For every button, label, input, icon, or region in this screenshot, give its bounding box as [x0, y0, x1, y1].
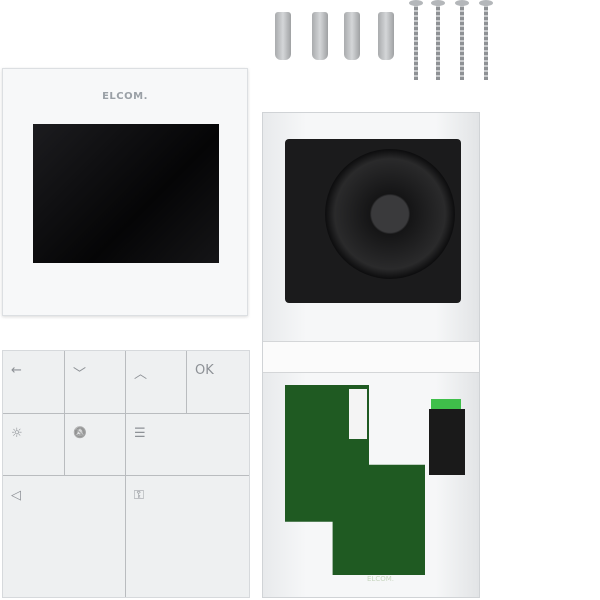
ok-key[interactable]: OK	[187, 351, 249, 414]
back-key[interactable]: ←	[3, 351, 65, 414]
speaker-icon	[325, 149, 455, 279]
wall-plug	[344, 12, 360, 60]
key-icon: ⚿	[134, 488, 144, 503]
screw	[455, 0, 469, 80]
video-monitor: ELCOM.	[2, 68, 248, 316]
warning-label	[349, 389, 367, 439]
light-icon: ☼	[11, 426, 23, 441]
screw	[409, 0, 423, 80]
chevron-up-icon: ︿	[134, 367, 148, 382]
housing-divider	[263, 341, 479, 373]
wall-plug	[378, 12, 394, 60]
speaker-frame	[285, 139, 461, 303]
wall-plug	[312, 12, 328, 60]
ok-label: OK	[195, 363, 214, 378]
speaker-icon: ◁	[11, 488, 21, 503]
wall-plug	[275, 12, 291, 60]
mute-key[interactable]: 🔕	[65, 414, 126, 476]
brand-logo: ELCOM.	[102, 91, 148, 102]
pcb-logo: ELCOM.	[367, 575, 394, 583]
speak-key[interactable]: ◁	[3, 476, 126, 597]
keypad: ← ﹀ ︿ OK ☼ 🔕 ☰ ◁ ⚿	[2, 350, 250, 598]
door-open-key[interactable]: ⚿	[126, 476, 249, 597]
light-key[interactable]: ☼	[3, 414, 65, 476]
menu-key[interactable]: ☰	[126, 414, 249, 476]
menu-list-icon: ☰	[134, 426, 146, 441]
screw	[431, 0, 445, 80]
arrow-left-icon: ←	[11, 363, 22, 378]
bell-muted-icon: 🔕	[73, 426, 87, 439]
down-key[interactable]: ﹀	[65, 351, 126, 414]
door-station-housing: ELCOM.	[262, 112, 480, 598]
monitor-screen	[33, 124, 219, 263]
terminal-block	[429, 409, 465, 475]
up-key[interactable]: ︿	[126, 351, 187, 414]
screw	[479, 0, 493, 80]
chevron-down-icon: ﹀	[73, 367, 87, 382]
